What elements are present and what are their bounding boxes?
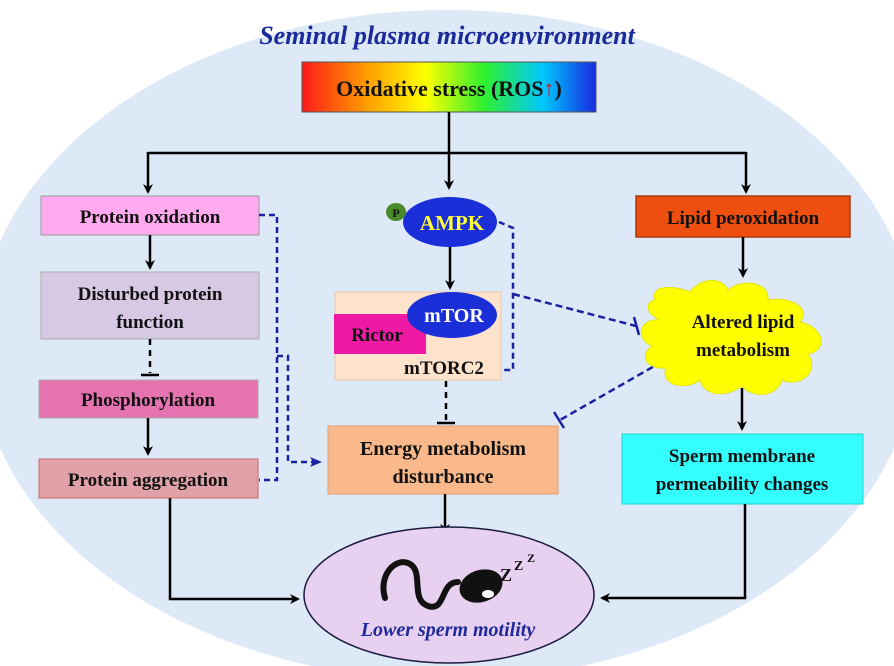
inhibit-disturbed-to-phosphorylation bbox=[141, 339, 159, 377]
inhibit-mtorc2-to-energy bbox=[437, 381, 455, 425]
protein-aggregation-label: Protein aggregation bbox=[68, 470, 229, 491]
rictor-label: Rictor bbox=[351, 325, 403, 346]
disturbed-protein-label-line2: function bbox=[116, 312, 184, 333]
energy-label-line2: disturbance bbox=[392, 466, 493, 488]
dashed-protein-to-energy bbox=[259, 213, 322, 482]
membrane-label-line1: Sperm membrane bbox=[669, 446, 815, 467]
mtor-oval bbox=[407, 292, 497, 338]
membrane-label-line2: permeability changes bbox=[656, 474, 829, 495]
oxidative-stress-label: Oxidative stress (ROS↑) bbox=[336, 76, 562, 101]
arrow-membrane-to-motility bbox=[600, 504, 747, 603]
sleep-z-medium: Z bbox=[514, 559, 523, 574]
inhibit-altered-to-energy bbox=[552, 354, 673, 429]
disturbed-protein-label-line1: Disturbed protein bbox=[78, 284, 223, 305]
altered-lipid-label-line1: Altered lipid bbox=[692, 312, 795, 333]
altered-lipid-label-line2: metabolism bbox=[696, 340, 790, 361]
up-arrow-icon: ↑ bbox=[544, 76, 555, 101]
phospho-badge-label: P bbox=[392, 206, 399, 220]
diagram-title: Seminal plasma microenvironment bbox=[259, 21, 635, 50]
arrow-aggregation-to-motility bbox=[168, 498, 300, 604]
disturbed-protein-box bbox=[40, 271, 260, 340]
membrane-box bbox=[621, 433, 864, 505]
sleep-z-large: Z bbox=[500, 565, 512, 585]
motility-oval bbox=[303, 526, 595, 664]
energy-metabolism-box bbox=[327, 425, 559, 495]
motility-label: Lower sperm motility bbox=[360, 619, 536, 641]
ampk-oval bbox=[403, 197, 497, 247]
altered-lipid-blob bbox=[640, 280, 822, 395]
oxidative-stress-box bbox=[301, 61, 597, 113]
branch-connectors bbox=[143, 112, 751, 194]
sleep-z-small: Z bbox=[527, 551, 535, 565]
protein-aggregation-box bbox=[38, 458, 259, 499]
mtor-label: mTOR bbox=[424, 305, 484, 327]
mtorc2-label: mTORC2 bbox=[404, 358, 484, 379]
lipid-peroxidation-label: Lipid peroxidation bbox=[667, 208, 820, 229]
phospho-badge bbox=[386, 203, 406, 221]
inhibit-ampk-to-altered bbox=[512, 292, 641, 336]
ampk-label: AMPK bbox=[420, 211, 485, 235]
phosphorylation-label: Phosphorylation bbox=[81, 390, 216, 411]
protein-oxidation-label: Protein oxidation bbox=[80, 207, 221, 228]
energy-label-line1: Energy metabolism bbox=[360, 438, 526, 460]
sperm-icon bbox=[380, 559, 503, 610]
phosphorylation-box bbox=[38, 379, 259, 419]
dashed-ampk-loop bbox=[498, 220, 515, 372]
lipid-peroxidation-box bbox=[635, 195, 851, 238]
